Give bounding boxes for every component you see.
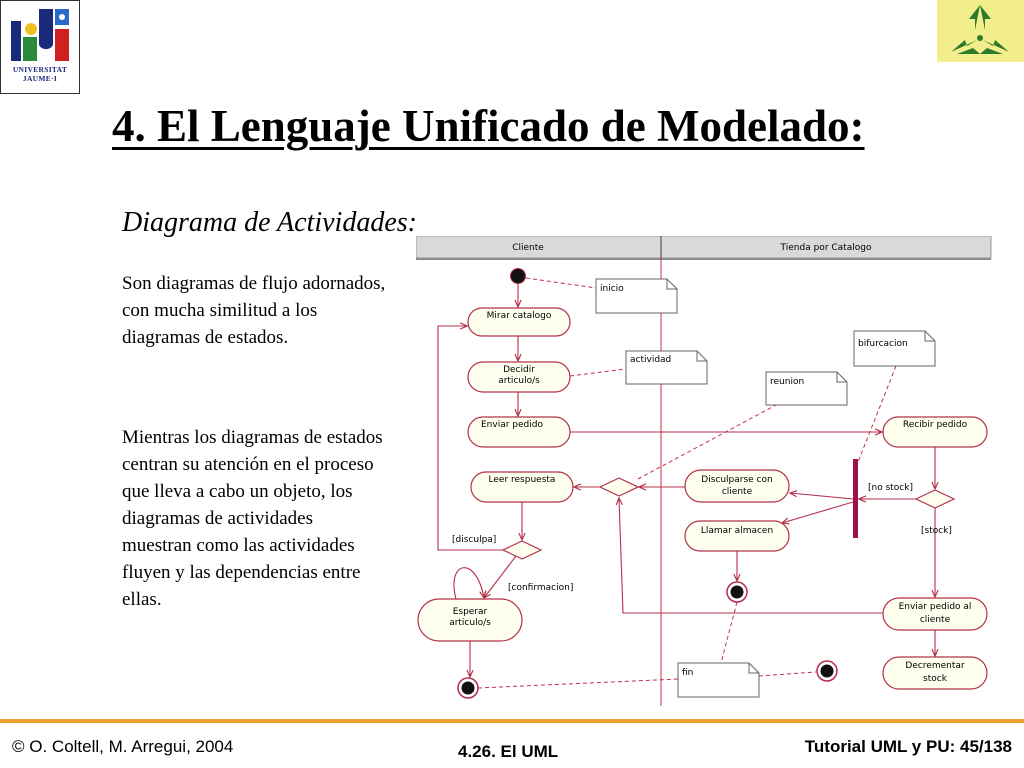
swimlane-header xyxy=(416,236,992,259)
note-bifurcacion: bifurcacion xyxy=(853,330,936,367)
svg-text:Leer respuesta: Leer respuesta xyxy=(489,475,556,485)
activity-enviar-pedido: Enviar pedido xyxy=(467,416,571,448)
svg-text:Disculparse con: Disculparse con xyxy=(701,475,772,485)
lane-tienda-label: Tienda por Catalogo xyxy=(780,243,872,253)
svg-text:Enviar pedido: Enviar pedido xyxy=(481,420,543,430)
fork-bar xyxy=(853,459,858,538)
svg-text:Llamar almacen: Llamar almacen xyxy=(701,526,773,536)
svg-text:Recibir pedido: Recibir pedido xyxy=(903,420,968,430)
lane-cliente-label: Cliente xyxy=(512,243,544,253)
guard-confirmacion: [confirmacion] xyxy=(508,583,573,593)
university-name: UNIVERSITAT JAUME·I xyxy=(12,65,68,83)
paragraph-description: Mientras los diagramas de estados centra… xyxy=(122,427,383,610)
final-node-tienda xyxy=(816,660,838,682)
svg-text:cliente: cliente xyxy=(722,487,753,497)
guard-no-stock: [no stock] xyxy=(868,483,913,493)
svg-text:Decrementar: Decrementar xyxy=(905,661,965,671)
activity-recibir-pedido: Recibir pedido xyxy=(882,416,988,448)
guard-stock: [stock] xyxy=(921,526,952,536)
initial-node xyxy=(510,268,526,284)
svg-text:inicio: inicio xyxy=(600,284,624,294)
note-inicio: inicio xyxy=(595,278,678,314)
note-actividad: actividad xyxy=(625,350,708,385)
decision-stock xyxy=(914,489,956,509)
final-node-cliente xyxy=(457,677,479,699)
footer-divider xyxy=(0,719,1024,723)
final-node-almacen xyxy=(726,581,748,603)
note-reunion: reunion xyxy=(765,371,848,406)
footer-copyright: © O. Coltell, M. Arregui, 2004 xyxy=(12,737,234,756)
svg-text:Esperar: Esperar xyxy=(453,607,488,617)
footer-section: 4.26. El UML xyxy=(458,742,559,761)
paragraph-intro: Son diagramas de flujo adornados, con mu… xyxy=(122,273,386,348)
triangle-emblem-icon xyxy=(951,5,1009,54)
activity-decidir-articulos: Decidir articulo/s xyxy=(467,361,571,393)
svg-text:actividad: actividad xyxy=(630,355,671,365)
activity-llamar-almacen: Llamar almacen xyxy=(684,520,790,552)
note-anchors xyxy=(477,277,897,689)
activity-disculparse-cliente: Disculparse con cliente xyxy=(684,469,790,503)
svg-text:cliente: cliente xyxy=(920,615,951,625)
svg-text:bifurcacion: bifurcacion xyxy=(858,339,908,349)
svg-text:articulo/s: articulo/s xyxy=(449,618,491,628)
activity-diagram: Cliente Tienda por Catalogo Mirar catalo… xyxy=(416,236,992,706)
triangle-logo xyxy=(937,0,1024,62)
control-flows xyxy=(437,284,935,677)
svg-text:articulo/s: articulo/s xyxy=(498,376,540,386)
svg-text:Mirar catalogo: Mirar catalogo xyxy=(487,311,552,321)
svg-text:Enviar pedido al: Enviar pedido al xyxy=(899,602,972,612)
footer-page-number: Tutorial UML y PU: 45/138 xyxy=(804,737,1012,756)
decision-confirmacion xyxy=(501,540,543,560)
section-subtitle: Diagrama de Actividades: xyxy=(122,207,417,238)
svg-text:fin: fin xyxy=(682,668,693,678)
merge-node xyxy=(598,477,640,497)
activity-decrementar-stock: Decrementar stock xyxy=(882,656,988,690)
universitat-jaume-i-logo: UNIVERSITAT JAUME·I xyxy=(0,0,80,94)
uji-emblem-icon xyxy=(11,9,69,61)
svg-text:Decidir: Decidir xyxy=(503,365,535,375)
activity-mirar-catalogo: Mirar catalogo xyxy=(467,307,571,337)
page-title: 4. El Lenguaje Unificado de Modelado: xyxy=(112,101,865,151)
activity-leer-respuesta: Leer respuesta xyxy=(470,471,574,503)
activity-enviar-pedido-cliente: Enviar pedido al cliente xyxy=(882,597,988,631)
note-fin: fin xyxy=(677,662,760,698)
guard-disculpa: [disculpa] xyxy=(452,535,496,545)
activity-esperar-articulos: Esperar articulo/s xyxy=(417,598,523,642)
svg-text:reunion: reunion xyxy=(770,377,804,387)
svg-text:stock: stock xyxy=(923,674,948,684)
